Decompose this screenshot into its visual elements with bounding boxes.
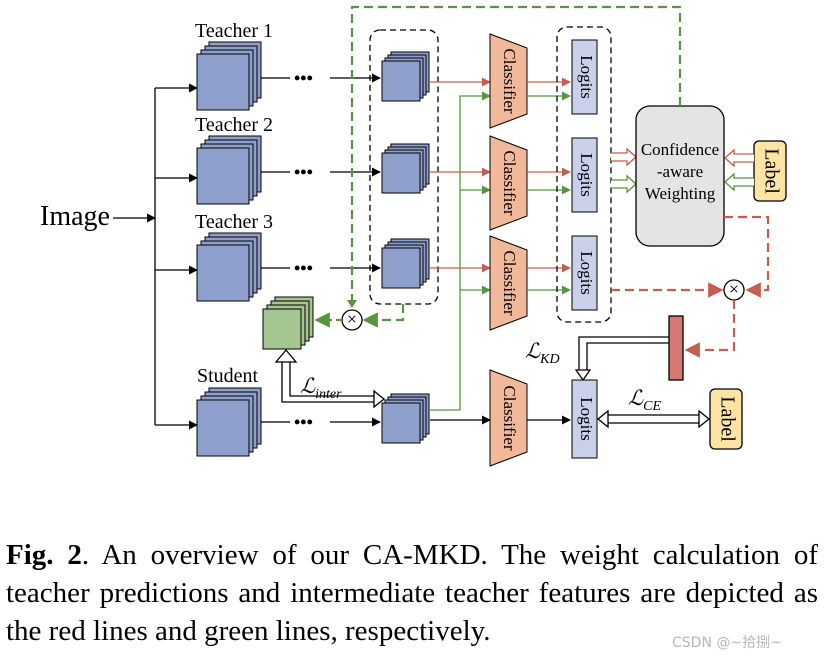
classifier-1-label: Classifier <box>500 48 519 113</box>
classifier-teacher-3: Classifier <box>489 235 528 331</box>
logits-teacher-3: Logits <box>571 235 598 311</box>
multiply-1-symbol: × <box>347 309 357 329</box>
multiply-node-logits: × <box>723 279 745 301</box>
s-ellipsis: ••• <box>294 412 313 432</box>
classifier-3-label: Classifier <box>500 250 519 315</box>
logits-to-weighting-red <box>611 147 637 167</box>
teacher-2-backbone: Teacher 2 <box>195 114 273 205</box>
logits-3-label: Logits <box>577 251 596 294</box>
classifier-student-label: Classifier <box>500 385 519 450</box>
weighting-line-2: -aware <box>657 162 703 181</box>
confidence-aware-weighting: Confidence -aware Weighting <box>635 105 725 247</box>
t1-ellipsis: ••• <box>294 68 313 88</box>
figure-caption: Fig. 2. An overview of our CA-MKD. The w… <box>6 536 818 650</box>
logits-to-weighting-green <box>611 174 637 194</box>
watermark: CSDN @~拾捌~ <box>672 635 782 651</box>
weighting-line-1: Confidence <box>641 140 719 159</box>
loss-ce-label: ℒCE <box>628 386 661 414</box>
classifier-student: Classifier <box>489 369 528 467</box>
weighted-teacher-feature <box>262 296 314 350</box>
teacher-1-backbone: Teacher 1 <box>195 20 273 111</box>
teacher-1-feature <box>381 51 430 102</box>
teacher-3-label: Teacher 3 <box>195 211 273 233</box>
loss-kd-connector <box>574 336 669 382</box>
student-feature-green-path <box>430 91 491 411</box>
input-label: Image <box>40 201 110 232</box>
multiply-2-symbol: × <box>729 279 739 299</box>
ca-mkd-diagram: Image Teacher 1 Teacher 2 Teacher 3 Stud… <box>40 5 787 467</box>
red-weight-path <box>724 215 770 298</box>
student-backbone: Student <box>196 365 262 457</box>
loss-inter-label: ℒinter <box>300 374 342 402</box>
caption-text: . An overview of our CA-MKD. The weight … <box>6 539 818 647</box>
logits-2-label: Logits <box>577 153 596 196</box>
logits-teacher-1: Logits <box>571 39 598 115</box>
teacher-3-backbone: Teacher 3 <box>195 211 273 302</box>
teacher-3-feature <box>381 238 430 289</box>
label-top: Label <box>753 140 787 202</box>
logits-student: Logits <box>571 379 598 459</box>
student-label: Student <box>197 365 259 387</box>
caption-prefix: Fig. 2 <box>6 539 82 571</box>
teacher-features-group <box>369 29 439 305</box>
logits-teacher-2: Logits <box>571 137 598 213</box>
classifier-teacher-2: Classifier <box>489 135 528 231</box>
logits-1-label: Logits <box>577 55 596 98</box>
weighted-teacher-logits <box>668 315 684 381</box>
label-top-text: Label <box>760 148 782 194</box>
t2-ellipsis: ••• <box>294 162 313 182</box>
label-bottom-text: Label <box>716 396 738 442</box>
loss-kd-label: ℒKD <box>525 339 560 367</box>
logits-student-label: Logits <box>577 397 596 440</box>
green-weight-path <box>350 5 682 305</box>
multiply-node-features: × <box>341 309 363 331</box>
t3-ellipsis: ••• <box>294 258 313 278</box>
label-bottom: Label <box>709 388 743 450</box>
teacher-2-feature <box>381 143 430 194</box>
teacher-2-label: Teacher 2 <box>195 114 273 136</box>
teacher-1-label: Teacher 1 <box>195 20 273 42</box>
classifier-teacher-1: Classifier <box>489 33 528 129</box>
classifier-2-label: Classifier <box>500 150 519 215</box>
student-feature <box>381 393 430 444</box>
features-to-multiply <box>362 304 405 328</box>
label-to-weighting-green <box>724 172 754 192</box>
loss-inter-connector <box>274 348 386 409</box>
label-to-weighting-red <box>724 148 754 168</box>
weighting-line-3: Weighting <box>645 184 716 203</box>
loss-ce-connector <box>596 409 711 429</box>
multiply-to-kd-bar <box>684 300 736 358</box>
